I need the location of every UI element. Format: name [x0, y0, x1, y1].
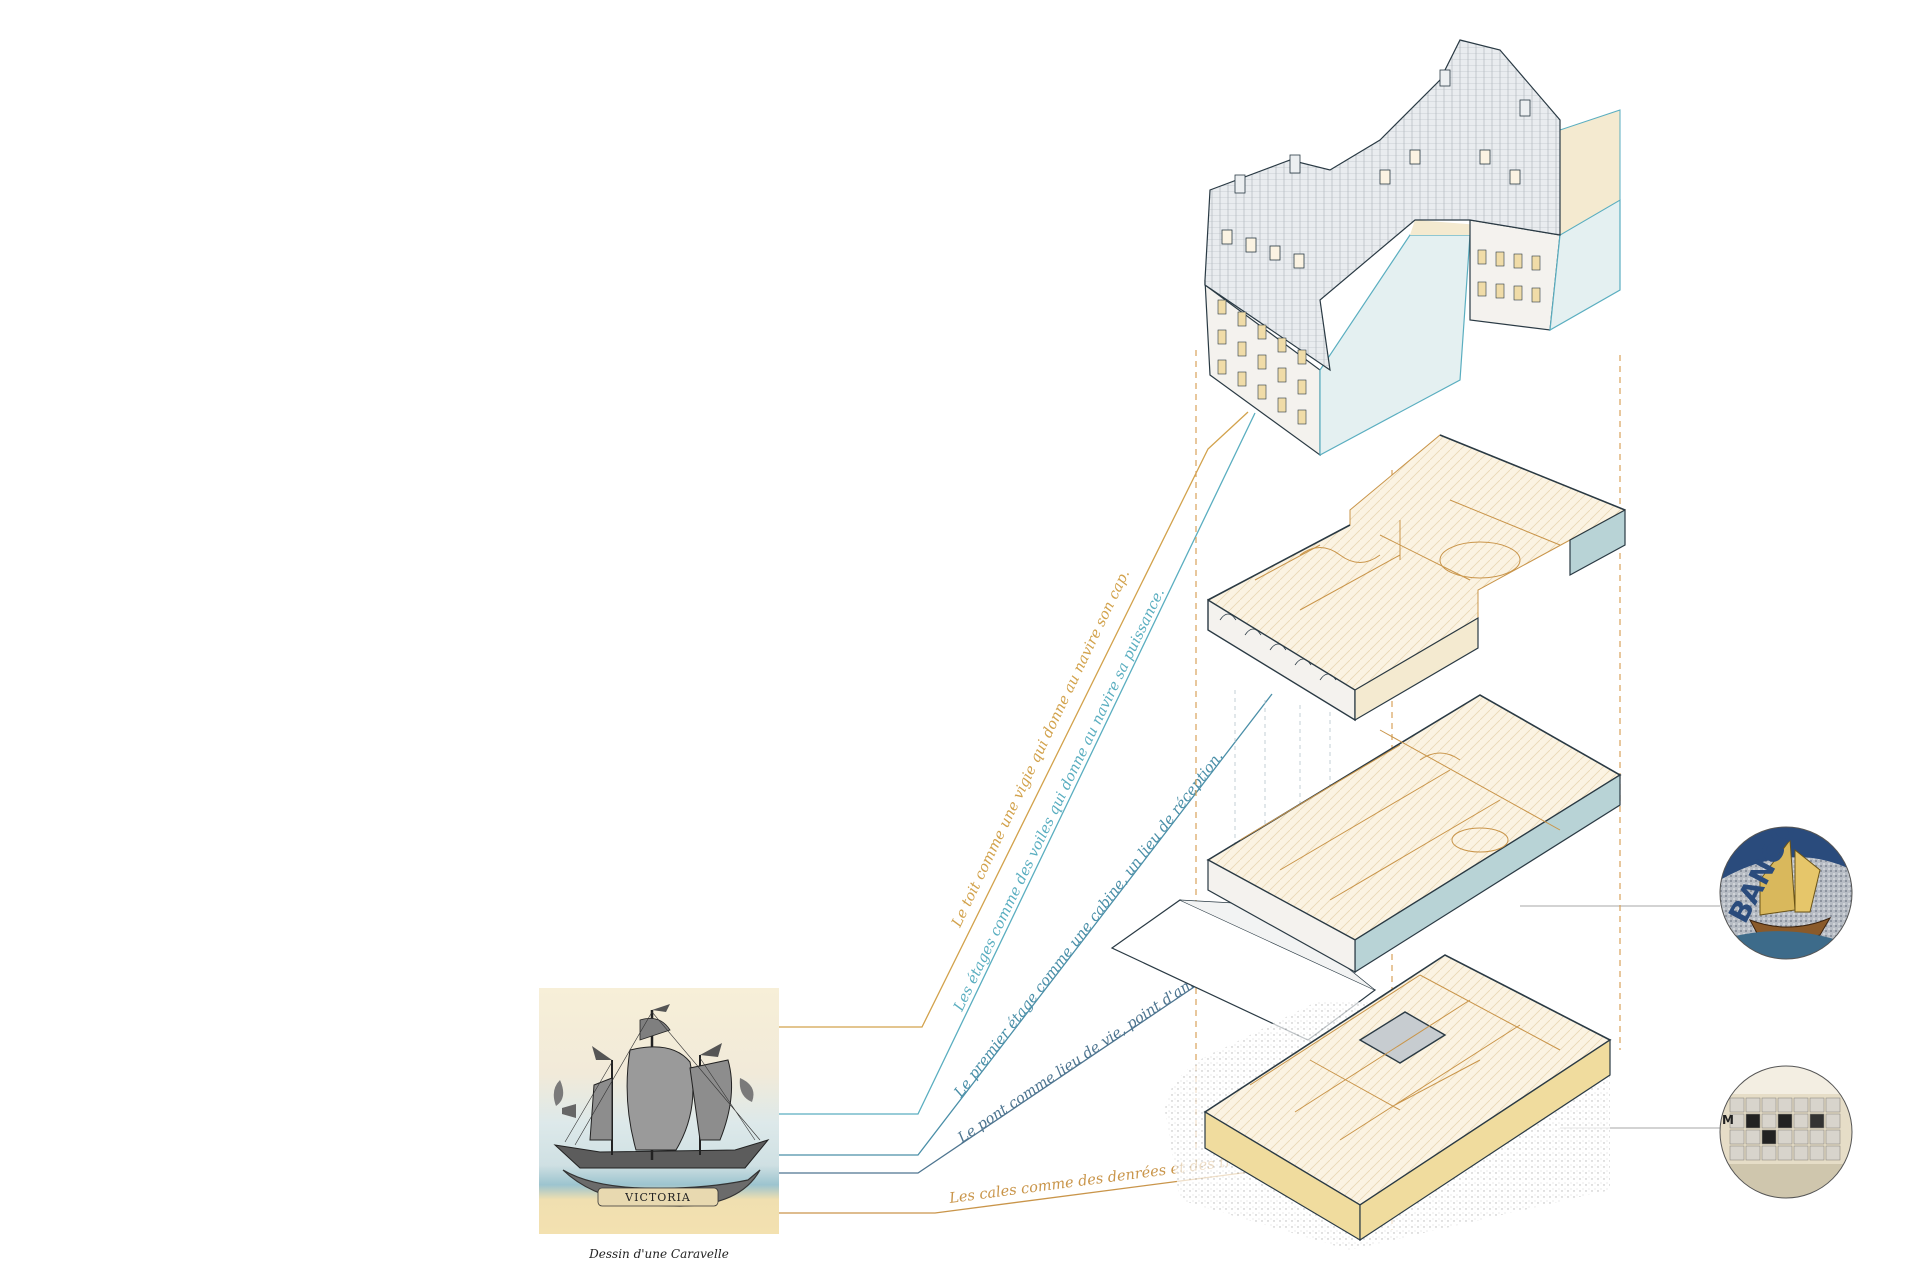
vault-text: M: [1722, 1113, 1734, 1127]
roof-slate: [1204, 39, 1561, 372]
leader-holds: [779, 1169, 1266, 1214]
layer-basement: [1165, 954, 1612, 1250]
leader-roof: [779, 411, 1249, 1028]
caravel-caption: Dessin d'une Caravelle: [588, 1247, 729, 1261]
leader-first: [779, 693, 1273, 1156]
vault-photo: M: [1719, 1065, 1853, 1199]
layer-upper-floors: [1206, 434, 1627, 722]
mosaic-photo: BANCO N: [1719, 826, 1853, 960]
layer-first-floor: [1110, 694, 1622, 1041]
layer-roof: [1204, 39, 1621, 457]
ship-banner-text: VICTORIA: [624, 1191, 691, 1204]
fore-sail: [689, 1059, 733, 1141]
right-facade: [1469, 219, 1561, 331]
leader-floors: [779, 412, 1256, 1115]
leader-deck: [779, 984, 1198, 1174]
caravel-illustration: VICTORIA: [539, 988, 779, 1234]
main-sail: [626, 1046, 694, 1151]
vault-room: [1358, 1011, 1447, 1064]
annotation-roof: Le toit comme une vigie qui donne au nav…: [949, 567, 1133, 930]
leader-lines: [779, 411, 1720, 1214]
mizzen-sail: [589, 1077, 613, 1141]
